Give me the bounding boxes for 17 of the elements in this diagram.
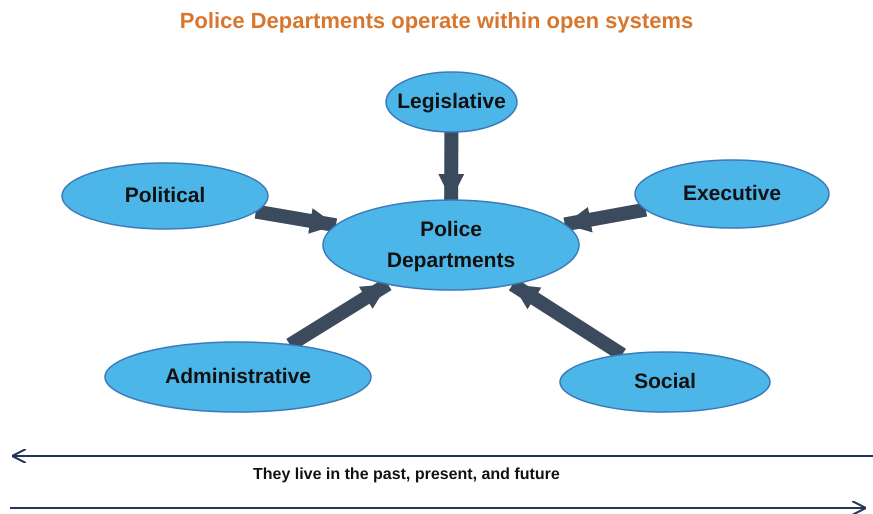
node-label: Legislative (397, 89, 506, 116)
arrow (438, 132, 464, 200)
node-label: Administrative (165, 364, 311, 390)
node-label: Police Departments (386, 216, 516, 274)
ellipse-node (386, 72, 517, 132)
ellipse-node (635, 160, 829, 228)
ellipse-node (62, 163, 268, 229)
arrow (254, 204, 338, 234)
ellipse-node (323, 200, 579, 290)
title: Police Departments operate within open systems (178, 8, 694, 34)
node-label: Social (634, 369, 696, 396)
ellipse-node (105, 342, 371, 412)
ellipse-node (560, 352, 770, 412)
node-label: Executive (682, 181, 782, 208)
arrow (564, 202, 648, 232)
node-label: Political (124, 183, 206, 210)
timeline-caption: They live in the past, present, and future (253, 466, 560, 484)
